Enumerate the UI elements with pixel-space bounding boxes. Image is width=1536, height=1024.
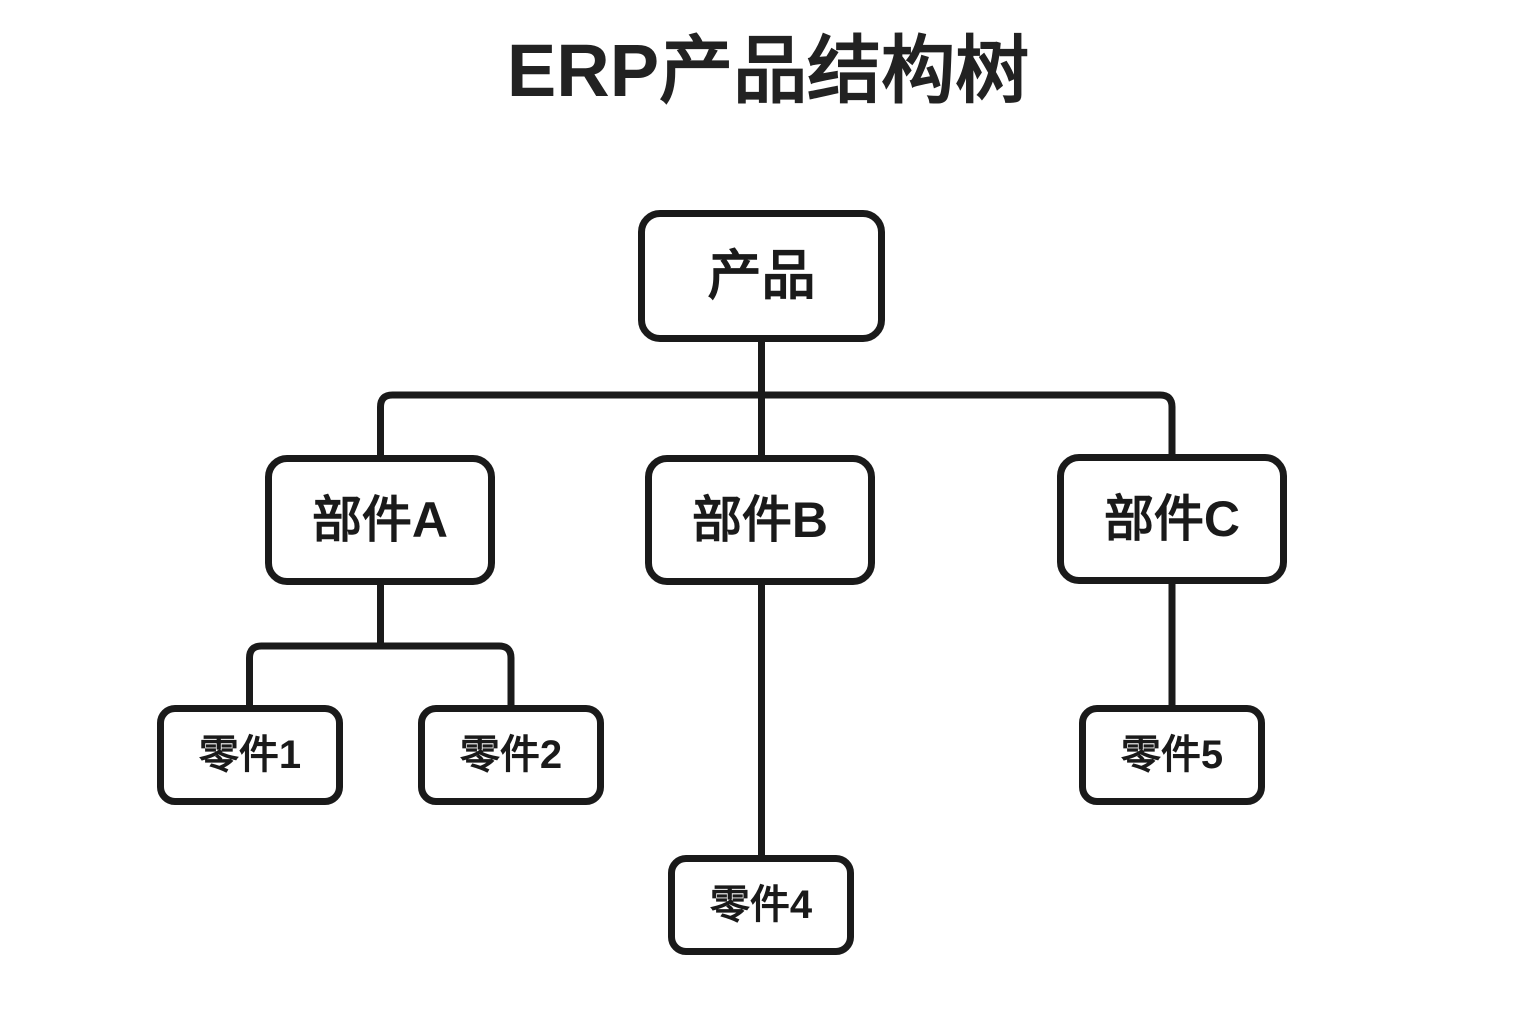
node-part-a-label: 部件A (311, 492, 449, 548)
node-item-1-label: 零件1 (198, 733, 302, 777)
node-item-5[interactable]: 零件5 (1079, 705, 1265, 805)
node-item-1[interactable]: 零件1 (157, 705, 343, 805)
node-item-4[interactable]: 零件4 (668, 855, 854, 955)
node-part-a[interactable]: 部件A (265, 455, 495, 585)
node-product-label: 产品 (707, 246, 816, 306)
node-part-b[interactable]: 部件B (645, 455, 875, 585)
node-item-4-label: 零件4 (709, 883, 813, 927)
page-title: ERP产品结构树 (506, 29, 1030, 112)
node-part-c-label: 部件C (1103, 491, 1241, 547)
edge-product-to-assemblies (377, 391, 1176, 456)
node-part-c[interactable]: 部件C (1057, 454, 1287, 584)
node-part-b-label: 部件B (691, 492, 829, 548)
node-item-2-label: 零件2 (459, 733, 563, 777)
node-item-5-label: 零件5 (1120, 733, 1224, 777)
edge-part-a-to-items (246, 642, 515, 705)
node-product[interactable]: 产品 (638, 210, 885, 342)
node-item-2[interactable]: 零件2 (418, 705, 604, 805)
